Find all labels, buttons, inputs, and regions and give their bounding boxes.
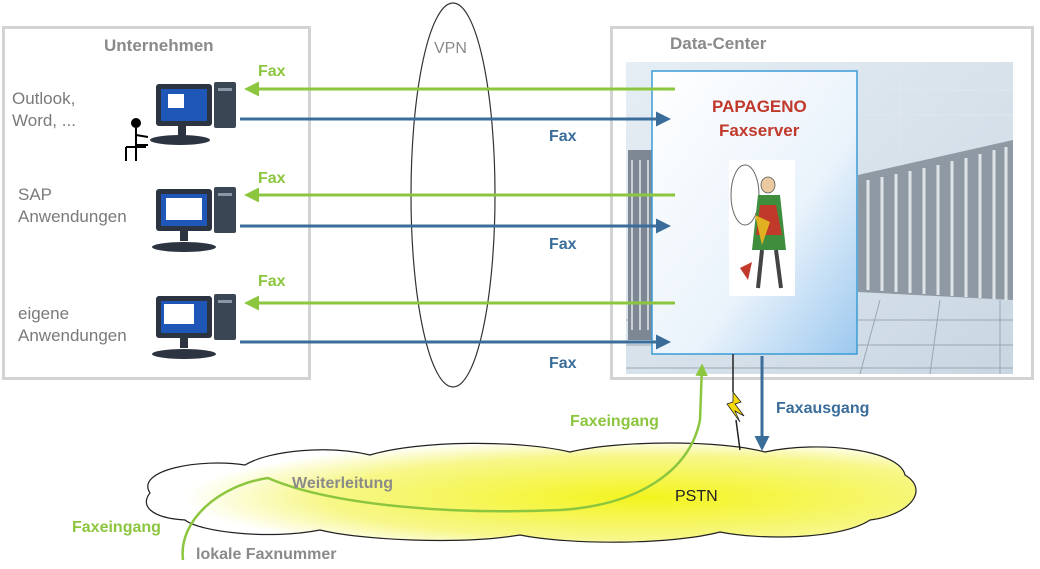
faxausgang-label: Faxausgang [776, 400, 870, 417]
pc-icon-sap [150, 183, 240, 263]
user-figure-icon [122, 117, 162, 165]
fax-label-in-1: Fax [258, 63, 286, 80]
papageno-illustration [729, 160, 795, 296]
server-type: Faxserver [719, 121, 800, 140]
pc-icon-outlook [150, 78, 240, 158]
phone-line-lightning [726, 390, 745, 423]
datacenter-title: Data-Center [670, 34, 767, 53]
fax-label-out-2: Fax [549, 236, 577, 253]
faxeingang-label-upper: Faxeingang [570, 413, 659, 430]
fax-label-out-3: Fax [549, 355, 577, 372]
weiterleitung-label: Weiterleitung [292, 475, 394, 492]
lokale-faxnummer-label: lokale Faxnummer [196, 546, 337, 563]
fax-label-out-1: Fax [549, 128, 577, 145]
pc-icon-custom-apps [150, 290, 240, 370]
faxeingang-curve [181, 363, 708, 561]
app-label-custom: eigene Anwendungen [18, 304, 127, 345]
fax-label-in-2: Fax [258, 170, 286, 187]
server-name: PAPAGENO [712, 97, 807, 116]
company-title: Unternehmen [104, 36, 214, 55]
app-label-sap: SAP Anwendungen [18, 185, 127, 226]
app-label-outlook: Outlook, Word, ... [12, 89, 76, 130]
pstn-cloud [145, 442, 917, 543]
fax-arrows [240, 81, 675, 350]
pstn-label: PSTN [675, 488, 718, 505]
vpn-label: VPN [434, 40, 467, 57]
faxeingang-label-lower: Faxeingang [72, 519, 161, 536]
fax-label-in-3: Fax [258, 273, 286, 290]
